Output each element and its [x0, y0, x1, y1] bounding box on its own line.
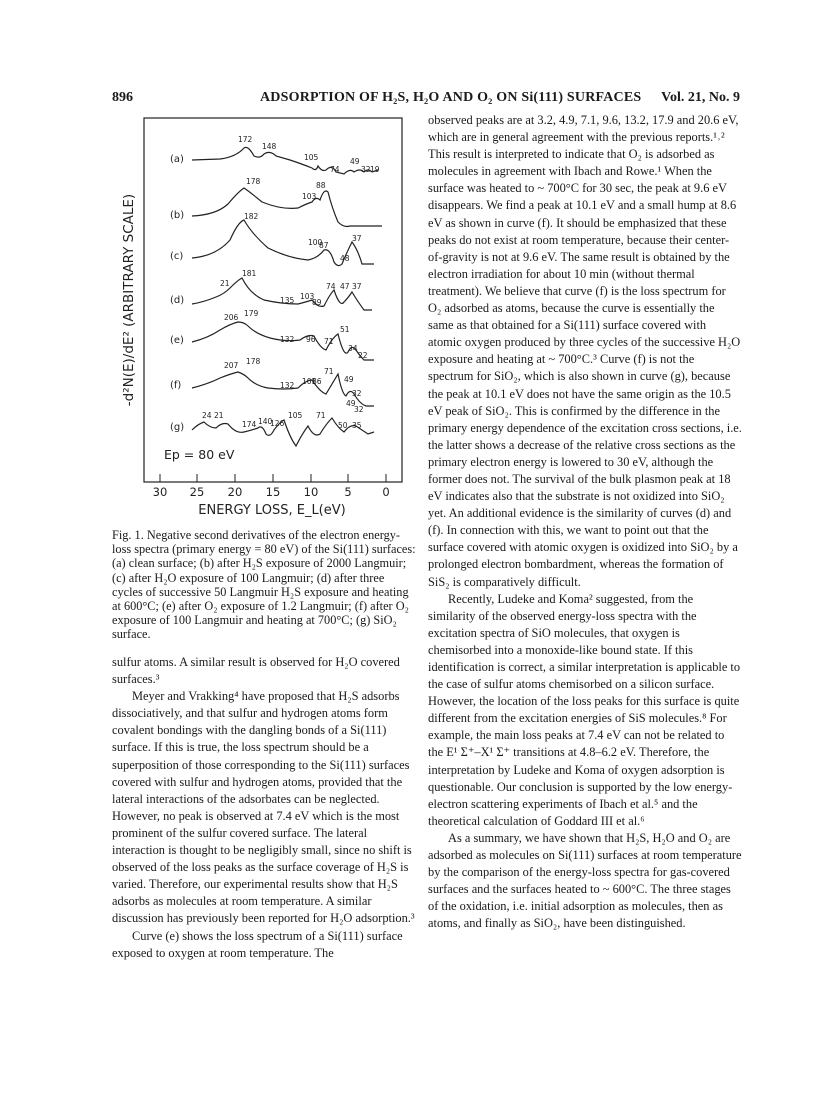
peak-label-g: 24 [202, 411, 212, 420]
peak-label-c: 182 [244, 212, 259, 221]
peak-label-g: 71 [316, 411, 326, 420]
peak-label-d: 135 [280, 296, 295, 305]
peak-label-c: 100 [308, 238, 323, 247]
running-title: ADSORPTION OF H₂S, H₂O AND O₂ ON Si(111)… [260, 90, 642, 105]
x-tick-label: 0 [382, 485, 389, 499]
x-tick-labels: 30 25 20 15 10 5 0 [153, 485, 390, 499]
peak-label-c: 37 [352, 234, 362, 243]
curve-label-c: (c) [170, 251, 183, 262]
running-header: 896 ADSORPTION OF H₂S, H₂O AND O₂ ON Si(… [112, 90, 740, 110]
curve-label-g: (g) [170, 422, 184, 433]
right-column-body: observed peaks are at 3.2, 4.9, 7.1, 9.6… [428, 112, 742, 933]
curve-c [191, 219, 374, 267]
peak-label-e: 34 [348, 344, 358, 353]
peak-label-a: 19 [370, 165, 380, 174]
x-tick-label: 10 [304, 485, 319, 499]
curve-e [191, 321, 374, 361]
curve-label-b: (b) [170, 210, 184, 221]
peak-label-e: 51 [340, 325, 350, 334]
peak-label-a: 105 [304, 153, 319, 162]
peak-label-a: 74 [330, 165, 340, 174]
peak-label-b: 103 [302, 192, 317, 201]
curve-b [191, 187, 382, 228]
peak-label-f: 132 [280, 381, 295, 390]
peak-labels: 172 148 105 74 49 32 19 178 103 88 182 1… [202, 135, 380, 430]
figure-caption: Fig. 1. Negative second derivatives of t… [112, 528, 418, 642]
peak-label-c: 87 [319, 241, 329, 250]
peak-label-e: 132 [280, 335, 295, 344]
curve-labels: (a) (b) (c) (d) (e) (f) (g) [170, 154, 184, 433]
peak-label-f: 49 [344, 375, 354, 384]
peak-label-d: 47 [340, 282, 350, 291]
peak-label-e: 71 [324, 337, 334, 346]
curve-a [191, 146, 379, 175]
peak-label-f: 101 [302, 377, 317, 386]
curve-g [191, 417, 375, 448]
curve-label-e: (e) [170, 335, 184, 346]
x-axis-label: ENERGY LOSS, E_L(eV) [198, 503, 345, 518]
peak-label-a: 49 [350, 157, 360, 166]
peak-label-b: 88 [316, 181, 326, 190]
curve-label-d: (d) [170, 295, 184, 306]
peak-label-g: 21 [214, 411, 224, 420]
peak-label-d: 103 [300, 292, 315, 301]
figure-1: -d²N(E)/dE² (ARBITRARY SCALE) 30 25 20 1… [112, 112, 414, 522]
paragraph: sulfur atoms. A similar result is observ… [112, 655, 400, 687]
peak-label-d: 89 [312, 298, 322, 307]
peak-label-g: 32 [354, 405, 364, 414]
peak-label-g: 35 [352, 421, 362, 430]
peak-label-e: 22 [358, 351, 368, 360]
peak-label-a: 32 [361, 165, 371, 174]
peak-label-g: 126 [270, 419, 285, 428]
peak-label-f: 32 [352, 389, 362, 398]
x-tick-label: 5 [344, 485, 351, 499]
caption-text: Fig. 1. Negative second derivatives of t… [112, 528, 416, 642]
x-tick-label: 25 [190, 485, 205, 499]
x-tick-marks [159, 474, 387, 482]
paragraph: Curve (e) shows the loss spectrum of a S… [112, 928, 403, 960]
paragraph: observed peaks are at 3.2, 4.9, 7.1, 9.6… [428, 113, 742, 589]
volume-number: Vol. 21, No. 9 [661, 90, 740, 105]
y-axis-label: -d²N(E)/dE² (ARBITRARY SCALE) [121, 194, 137, 406]
peak-label-g: 49 [346, 399, 356, 408]
left-column-body: sulfur atoms. A similar result is observ… [112, 654, 418, 962]
peak-label-e: 96 [306, 335, 316, 344]
curve-f [191, 371, 374, 407]
curve-label-a: (a) [170, 154, 184, 165]
peak-label-a: 172 [238, 135, 253, 144]
peak-label-f: 71 [324, 367, 334, 376]
ep-label: Ep = 80 eV [164, 447, 235, 462]
paragraph: Meyer and Vrakking⁴ have proposed that H… [112, 689, 415, 926]
peak-label-f: 86 [312, 377, 322, 386]
peak-label-d: 37 [352, 282, 362, 291]
curve-d [191, 277, 372, 311]
peak-label-g: 140 [258, 417, 273, 426]
peak-label-d: 21 [220, 279, 230, 288]
spectra-curves [191, 146, 382, 448]
paragraph: Recently, Ludeke and Koma² suggested, fr… [428, 591, 741, 828]
peak-label-c: 48 [340, 254, 350, 263]
peak-label-g: 174 [242, 420, 257, 429]
peak-label-g: 50 [338, 421, 348, 430]
figure-1-plot: -d²N(E)/dE² (ARBITRARY SCALE) 30 25 20 1… [121, 117, 403, 518]
peak-label-d: 181 [242, 269, 257, 278]
curve-label-f: (f) [170, 380, 181, 391]
peak-label-a: 148 [262, 142, 277, 151]
peak-label-e: 179 [244, 309, 259, 318]
peak-label-b: 178 [246, 177, 261, 186]
x-tick-label: 15 [266, 485, 281, 499]
peak-label-f: 207 [224, 361, 239, 370]
x-tick-label: 30 [153, 485, 168, 499]
page-number: 896 [112, 90, 133, 105]
peak-label-d: 74 [326, 282, 336, 291]
paragraph: As a summary, we have shown that H₂S, H₂… [428, 830, 742, 931]
peak-label-f: 178 [246, 357, 261, 366]
peak-label-g: 105 [288, 411, 303, 420]
x-tick-label: 20 [228, 485, 243, 499]
peak-label-e: 206 [224, 313, 239, 322]
